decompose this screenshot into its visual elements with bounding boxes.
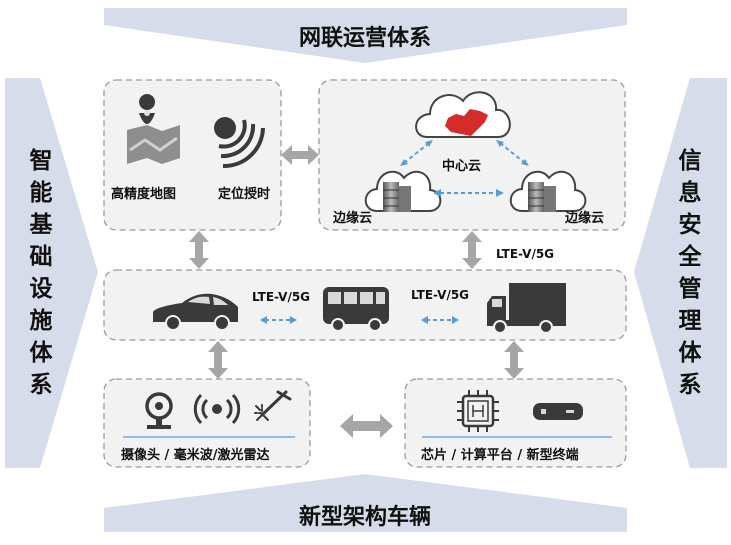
truck-icon <box>487 283 566 334</box>
vehicle-link-label-2: LTE-V/5G <box>411 288 470 302</box>
left-banner-shape <box>5 78 98 468</box>
car-icon <box>153 293 238 331</box>
positioning-label: 定位授时 <box>218 187 271 202</box>
sensor-computing-arrow <box>340 414 393 438</box>
edge-cloud-right-icon <box>509 170 587 212</box>
edge-cloud-right-label: 边缘云 <box>565 211 605 226</box>
sensor-panel-label: 摄像头 / 毫米波/激光雷达 <box>121 448 270 463</box>
china-map-icon <box>445 109 488 136</box>
lidar-icon <box>254 390 292 421</box>
sensor-panel <box>103 378 311 468</box>
map-cloud-arrow <box>281 145 319 165</box>
radar-icon <box>193 393 241 425</box>
vehicle-link-label-1: LTE-V/5G <box>252 290 311 304</box>
top-banner-shape <box>104 8 627 63</box>
cloud-vehicle-arrow <box>462 231 482 269</box>
edge-cloud-left-icon <box>364 170 442 212</box>
chip-icon <box>457 390 499 432</box>
cloud-vehicle-link-label: LTE-V/5G <box>496 247 555 261</box>
bus-icon <box>323 287 389 332</box>
positioning-icon <box>214 117 265 169</box>
cloud-link-arrowheads <box>400 140 529 197</box>
center-cloud-label: 中心云 <box>442 159 482 174</box>
right-banner-shape <box>634 78 727 468</box>
vehicle-link-arrowheads <box>260 316 459 324</box>
edge-cloud-left-label: 边缘云 <box>333 211 373 226</box>
left-banner-title: 智能基础设施体系 <box>29 148 53 398</box>
cloud-links <box>403 142 526 194</box>
camera-icon <box>145 392 173 429</box>
vehicle-sensor-arrow <box>208 341 228 379</box>
map-vehicle-arrow <box>189 231 209 269</box>
center-cloud-icon <box>415 91 511 138</box>
computing-panel-label: 芯片 / 计算平台 / 新型终端 <box>421 448 579 463</box>
bottom-banner-title: 新型架构车辆 <box>298 505 431 530</box>
terminal-device-icon <box>533 403 583 420</box>
hd-map-icon <box>127 94 180 164</box>
hd-map-label: 高精度地图 <box>111 187 177 202</box>
bottom-banner-shape <box>104 474 627 532</box>
right-banner-title: 信息安全管理体系 <box>678 148 702 398</box>
top-banner-title: 网联运营体系 <box>298 26 431 51</box>
vehicle-computing-arrow <box>504 341 524 379</box>
